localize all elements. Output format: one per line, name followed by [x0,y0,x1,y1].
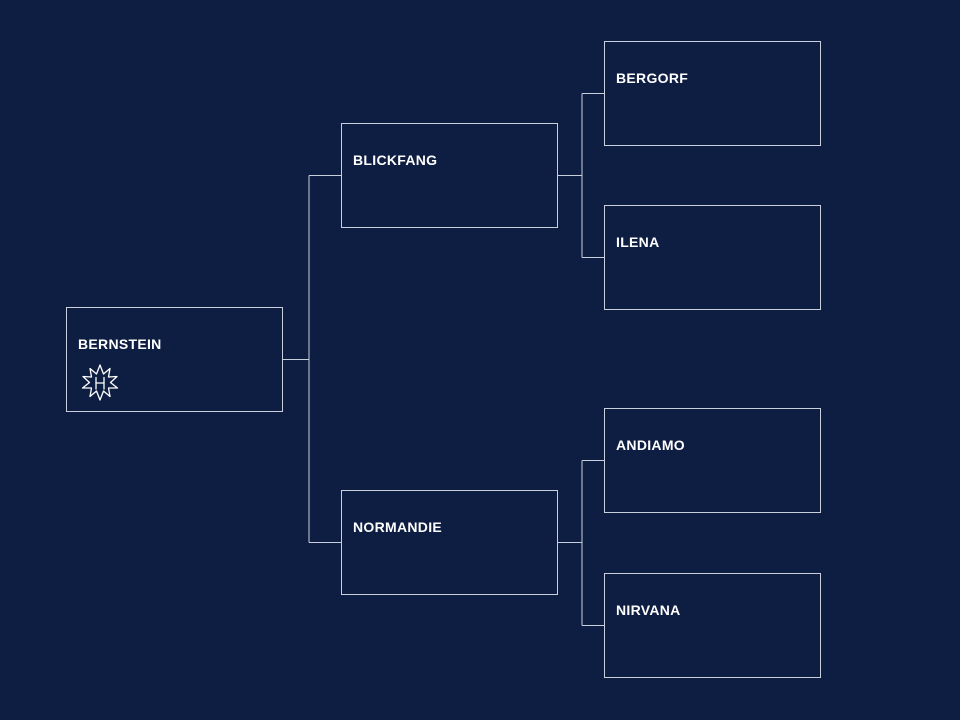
pedigree-node-sire[interactable]: BLICKFANG [341,123,558,228]
node-name-dam-sire: ANDIAMO [616,437,685,453]
node-name-sire-sire: BERGORF [616,70,689,86]
node-name-sire: BLICKFANG [353,152,438,168]
edelweiss-brand-icon [81,364,119,401]
connector-dam-to-grandparents [557,460,604,626]
pedigree-node-dam[interactable]: NORMANDIE [341,490,558,595]
node-name-dam: NORMANDIE [353,519,443,535]
node-name-sire-dam: ILENA [616,234,660,250]
connector-root-to-parents [283,175,341,543]
pedigree-node-subject[interactable]: BERNSTEIN [66,307,283,412]
pedigree-node-sire-sire[interactable]: BERGORF [604,41,821,146]
node-name-subject: BERNSTEIN [78,336,162,352]
connector-sire-to-grandparents [557,93,604,258]
pedigree-node-dam-dam[interactable]: NIRVANA [604,573,821,678]
pedigree-node-dam-sire[interactable]: ANDIAMO [604,408,821,513]
node-name-dam-dam: NIRVANA [616,602,681,618]
pedigree-node-sire-dam[interactable]: ILENA [604,205,821,310]
